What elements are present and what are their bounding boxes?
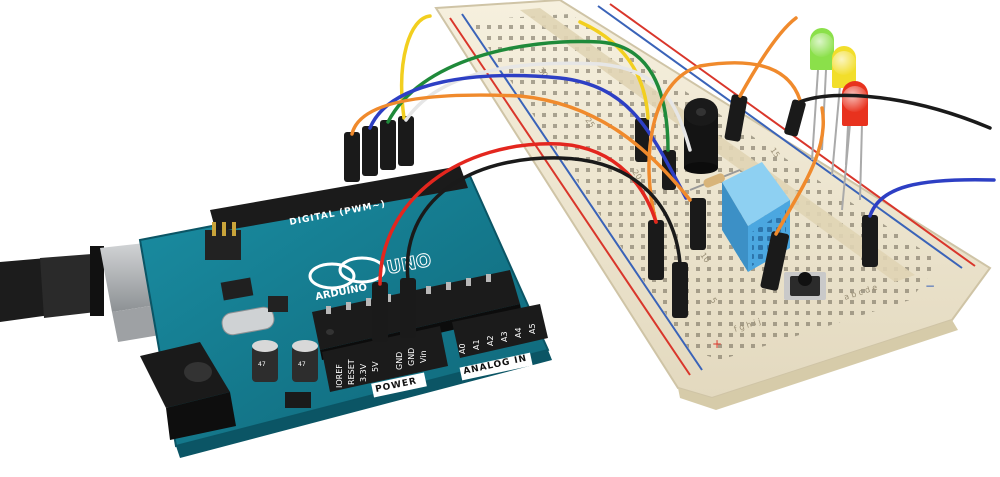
crystal bbox=[221, 306, 275, 336]
wire-orange-3 bbox=[738, 16, 798, 98]
smd-part bbox=[285, 392, 311, 408]
rail-minus-symbol: − bbox=[925, 279, 935, 293]
arduino-wire-plugs bbox=[344, 116, 416, 342]
breadboard-front-edge bbox=[678, 320, 958, 410]
wire-orange-2 bbox=[647, 61, 802, 224]
pcb-edge bbox=[176, 350, 552, 458]
pin-label-reset: RESET bbox=[347, 359, 356, 385]
analog-pin-labels: A0 A1 A2 A3 A4 A5 bbox=[458, 323, 537, 354]
pin-label-a4: A4 bbox=[514, 327, 523, 338]
pin-label-a5: A5 bbox=[528, 323, 537, 334]
capacitor-2: 47 bbox=[292, 340, 318, 382]
capacitor-1: 47 bbox=[252, 340, 278, 382]
arduino-board: DIGITAL (PWM~) ARDUINO UNO 47 bbox=[0, 116, 552, 458]
resistor bbox=[689, 169, 741, 191]
pin-label-gnd-1: GND bbox=[395, 352, 404, 370]
regulator-chip bbox=[220, 277, 254, 301]
icsp-header bbox=[205, 222, 241, 260]
pin-label-a2: A2 bbox=[486, 335, 495, 346]
analog-header: A0 A1 A2 A3 A4 A5 ANALOG IN bbox=[452, 304, 548, 381]
pin-label-vin: Vin bbox=[419, 350, 428, 363]
push-button bbox=[784, 272, 826, 300]
wire-black-2 bbox=[794, 93, 992, 130]
wire-white bbox=[404, 61, 692, 152]
jumper-wires bbox=[350, 14, 996, 286]
pin-label-a3: A3 bbox=[500, 331, 509, 342]
power-pin-labels: IOREF RESET 3.3V 5V GND GND Vin bbox=[335, 348, 428, 388]
rail-minus-line-right bbox=[597, 5, 963, 269]
usb-cable bbox=[0, 246, 104, 322]
pin-label-a1: A1 bbox=[472, 339, 481, 350]
wire-blue-2 bbox=[868, 177, 996, 218]
capacitor-1-label: 47 bbox=[258, 361, 266, 368]
dht-sensor bbox=[722, 162, 790, 272]
wire-blue bbox=[368, 73, 688, 200]
rail-plus-symbol: + bbox=[712, 337, 722, 351]
wire-orange-4 bbox=[774, 106, 825, 236]
pin-label-ioref: IOREF bbox=[335, 364, 344, 388]
rail-minus-line bbox=[461, 13, 703, 371]
pin-label-3v3: 3.3V bbox=[359, 363, 368, 382]
buzzer bbox=[684, 98, 718, 174]
small-chip bbox=[268, 296, 288, 312]
wire-green bbox=[386, 39, 670, 152]
breadboard-wire-plugs bbox=[635, 94, 878, 318]
wire-red bbox=[378, 142, 658, 286]
capacitor-2-label: 47 bbox=[298, 361, 306, 368]
pin-label-5v: 5V bbox=[371, 361, 380, 372]
col-num-5: 5 bbox=[708, 296, 718, 305]
pin-label-gnd-2: GND bbox=[407, 348, 416, 366]
power-header: POWER IOREF RESET 3.3V 5V GND GND Vin bbox=[322, 326, 448, 398]
wire-black-1 bbox=[405, 156, 682, 282]
pin-label-a0: A0 bbox=[458, 343, 467, 354]
power-jack bbox=[140, 342, 236, 440]
